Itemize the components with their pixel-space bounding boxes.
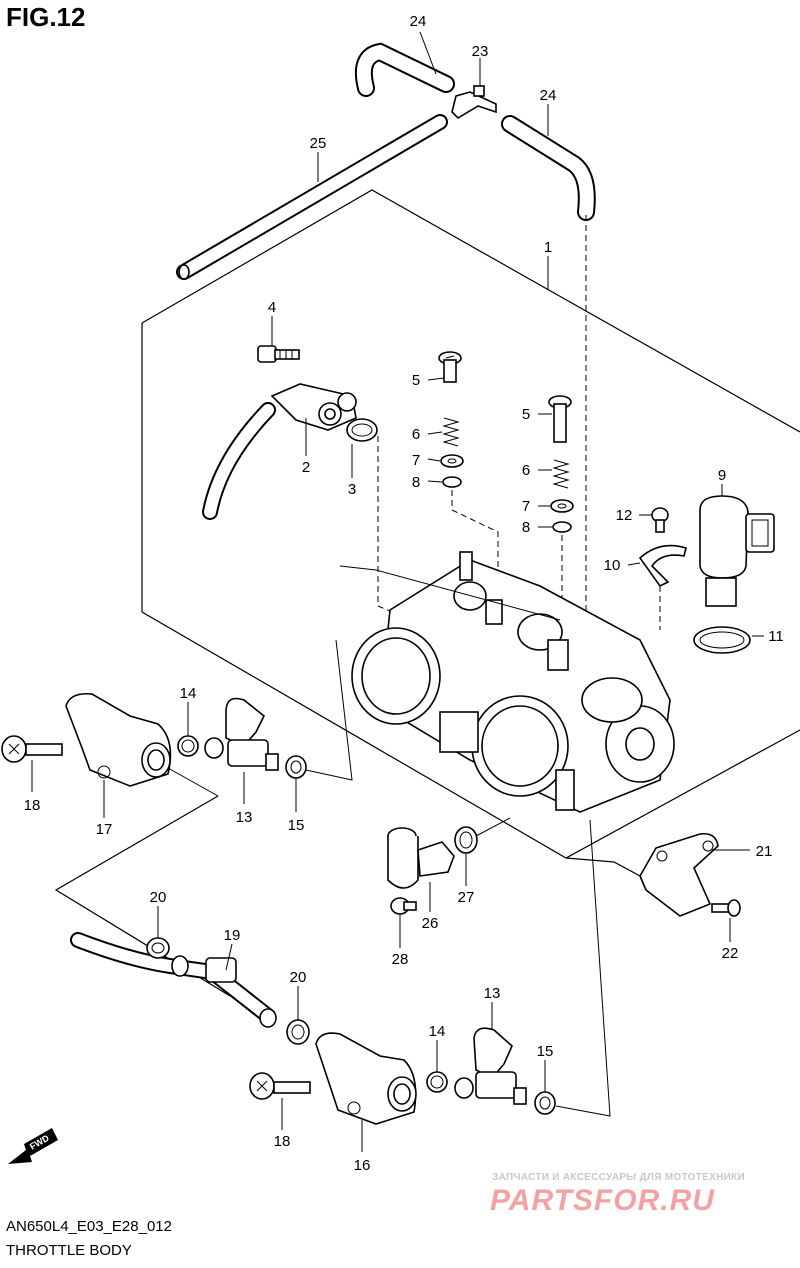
seal-15-upper[interactable]	[285, 755, 307, 779]
part-labels: 24 23 24 25 1 4 2 3 5 6 7 8 5 6 7 8 9 10…	[24, 13, 784, 1174]
injector-13-lower[interactable]	[454, 1027, 527, 1105]
part-label-5a: 5	[412, 372, 420, 389]
part-label-18a: 18	[24, 797, 41, 814]
t-joint-23[interactable]	[451, 85, 497, 120]
hose-25[interactable]	[176, 114, 448, 280]
bolt-18-lower[interactable]	[249, 1072, 311, 1100]
part-label-24b: 24	[540, 87, 557, 104]
part-label-13b: 13	[484, 985, 501, 1002]
part-label-21: 21	[756, 843, 773, 860]
part-label-12: 12	[616, 507, 633, 524]
part-label-13a: 13	[236, 809, 253, 826]
part-label-28: 28	[392, 951, 409, 968]
seal-15-upper-guide	[305, 639, 353, 781]
o-ring-3[interactable]	[346, 418, 378, 442]
injector-holder-16[interactable]	[315, 1032, 417, 1125]
holder-17-guide	[167, 767, 219, 797]
watermark-tagline: ЗАПЧАСТИ И АКСЕССУАРЫ ДЛЯ МОТОТЕХНИКИ	[492, 1172, 745, 1183]
o-ring-3-guide-line	[377, 436, 403, 617]
part-label-9: 9	[718, 467, 726, 484]
part-label-20a: 20	[150, 889, 167, 906]
part-label-8b: 8	[522, 519, 530, 536]
spring-6-right[interactable]	[552, 459, 570, 489]
hose-24-left[interactable]	[354, 42, 455, 97]
clip-10[interactable]	[638, 544, 687, 588]
part-label-3: 3	[348, 481, 356, 498]
part-label-2: 2	[302, 459, 310, 476]
part-label-14a: 14	[180, 685, 197, 702]
o-ring-27[interactable]	[454, 826, 478, 854]
o-ring-14-upper[interactable]	[177, 735, 199, 757]
part-label-11: 11	[768, 628, 784, 645]
bolt-22[interactable]	[711, 899, 741, 917]
diagram-name: THROTTLE BODY	[6, 1242, 132, 1259]
fwd-arrow-icon: FWD	[8, 1128, 58, 1164]
part-label-8a: 8	[412, 474, 420, 491]
part-label-19: 19	[224, 927, 241, 944]
injector-13-upper[interactable]	[204, 697, 279, 771]
bolt-18-upper[interactable]	[1, 735, 63, 763]
part-label-7b: 7	[522, 498, 530, 515]
adjust-screw-5-left[interactable]	[438, 351, 462, 383]
fuel-hose-19[interactable]	[70, 932, 277, 1028]
part-label-20b: 20	[290, 969, 307, 986]
washer-7-right[interactable]	[550, 499, 574, 513]
o-ring-20-upper[interactable]	[146, 937, 170, 959]
part-label-18b: 18	[274, 1133, 291, 1150]
part-label-7a: 7	[412, 452, 420, 469]
injector-holder-17[interactable]	[65, 692, 172, 787]
bracket-21[interactable]	[639, 832, 719, 917]
part-label-15b: 15	[537, 1043, 554, 1060]
part-label-26: 26	[422, 915, 439, 932]
part-label-25: 25	[310, 135, 327, 152]
part-label-15a: 15	[288, 817, 305, 834]
o-ring-27-guide	[475, 817, 511, 837]
spring-6-left[interactable]	[442, 417, 460, 447]
part-label-17: 17	[96, 821, 113, 838]
sensor-2[interactable]	[202, 383, 357, 520]
screw-12[interactable]	[651, 507, 669, 533]
part-label-5b: 5	[522, 406, 530, 423]
throttle-body-1[interactable]	[339, 551, 675, 813]
part-label-24a: 24	[410, 13, 427, 30]
fitting-26[interactable]	[387, 827, 455, 889]
o-ring-20-lower[interactable]	[286, 1019, 310, 1045]
o-ring-14-lower[interactable]	[426, 1071, 448, 1093]
screw-28[interactable]	[390, 897, 417, 915]
part-label-4: 4	[268, 299, 276, 316]
o-ring-11[interactable]	[693, 626, 751, 654]
part-label-23: 23	[472, 43, 489, 60]
bracket-21-outline	[565, 857, 641, 877]
sensor-9[interactable]	[699, 495, 775, 607]
o-ring-8-left[interactable]	[442, 476, 462, 488]
part-label-22: 22	[722, 945, 739, 962]
washer-7-left[interactable]	[440, 454, 464, 468]
leader-lines	[31, 31, 764, 1152]
bolt-4[interactable]	[257, 345, 300, 363]
seal-15-lower[interactable]	[534, 1091, 556, 1115]
watermark-brand: PARTSFOR.RU	[490, 1184, 715, 1217]
part-label-6b: 6	[522, 462, 530, 479]
adjust-screw-5-right[interactable]	[548, 395, 572, 443]
figure-title: FIG.12	[6, 2, 86, 32]
part-label-16: 16	[354, 1157, 371, 1174]
part-label-6a: 6	[412, 426, 420, 443]
hose-24-right[interactable]	[501, 115, 596, 221]
part-label-14b: 14	[429, 1023, 446, 1040]
seal-15-lower-guide	[555, 819, 611, 1117]
o-ring-8-right[interactable]	[552, 521, 572, 533]
part-label-1: 1	[544, 239, 552, 256]
diagram-code: AN650L4_E03_E28_012	[6, 1218, 172, 1235]
assembly-outline	[141, 189, 800, 859]
part-label-27: 27	[458, 889, 475, 906]
part-label-10: 10	[604, 557, 621, 574]
stack-left-guide-line	[451, 490, 499, 690]
